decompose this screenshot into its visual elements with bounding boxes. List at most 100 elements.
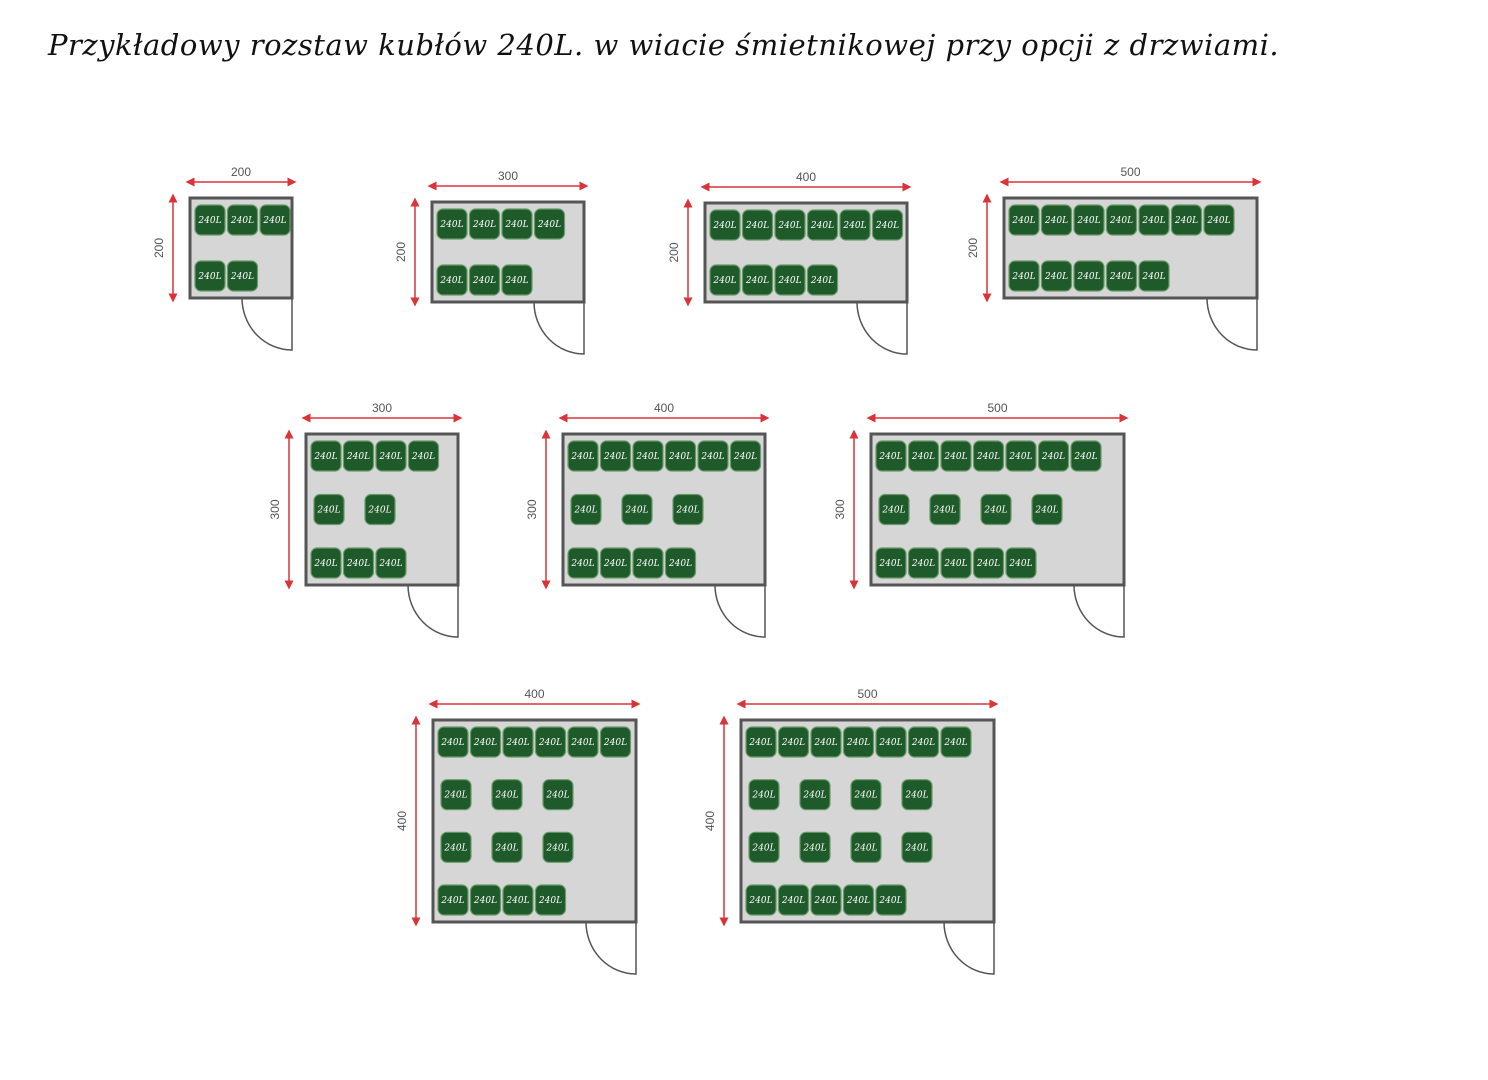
bin-icon bbox=[1105, 260, 1138, 292]
bin-label: 240L bbox=[378, 559, 402, 569]
bin-label: 240L bbox=[473, 738, 497, 748]
bin-240l: 240L bbox=[491, 831, 523, 863]
bin-icon bbox=[440, 831, 472, 863]
bin-label: 240L bbox=[603, 559, 627, 569]
bin-icon bbox=[1037, 440, 1070, 472]
bin-icon bbox=[542, 779, 574, 811]
bin-icon bbox=[806, 264, 839, 296]
bin-label: 240L bbox=[505, 896, 529, 906]
bin-label: 240L bbox=[197, 216, 221, 226]
bin-240l: 240L bbox=[810, 726, 842, 758]
bin-240l: 240L bbox=[774, 264, 806, 296]
bin-240l: 240L bbox=[799, 831, 831, 863]
bin-icon bbox=[259, 204, 291, 236]
bin-icon bbox=[842, 726, 875, 758]
bin-240l: 240L bbox=[741, 264, 774, 296]
bin-240l: 240L bbox=[542, 779, 574, 811]
bin-label: 240L bbox=[1141, 216, 1165, 226]
bin-icon bbox=[375, 440, 407, 472]
bin-icon bbox=[1170, 204, 1203, 236]
bin-icon bbox=[501, 208, 533, 240]
bin-240l: 240L bbox=[533, 208, 566, 240]
depth-label: 400 bbox=[703, 811, 717, 831]
bin-240l: 240L bbox=[570, 493, 602, 526]
door-icon bbox=[585, 921, 637, 975]
bin-label: 240L bbox=[943, 559, 967, 569]
bin-icon bbox=[632, 547, 664, 579]
bin-label: 240L bbox=[573, 506, 597, 516]
bin-icon bbox=[468, 264, 501, 296]
bin-icon bbox=[1073, 204, 1105, 236]
bin-label: 240L bbox=[1044, 272, 1068, 282]
bin-240l: 240L bbox=[621, 493, 653, 526]
bin-label: 240L bbox=[904, 843, 928, 853]
bin-240l: 240L bbox=[875, 726, 907, 758]
bin-240l: 240L bbox=[407, 440, 440, 472]
bin-icon bbox=[491, 779, 523, 811]
bin-240l: 240L bbox=[502, 884, 534, 916]
bin-icon bbox=[850, 779, 882, 811]
depth-label: 200 bbox=[152, 238, 166, 258]
bin-icon bbox=[533, 208, 566, 240]
bin-240l: 240L bbox=[313, 493, 345, 526]
bin-label: 240L bbox=[440, 896, 464, 906]
bin-label: 240L bbox=[538, 896, 562, 906]
bin-240l: 240L bbox=[226, 204, 259, 236]
bin-240l: 240L bbox=[440, 779, 472, 811]
bin-240l: 240L bbox=[972, 440, 1005, 472]
bin-icon bbox=[342, 547, 375, 579]
bin-240l: 240L bbox=[542, 831, 574, 863]
bin-240l: 240L bbox=[777, 884, 810, 916]
bin-240l: 240L bbox=[907, 726, 940, 758]
bin-label: 240L bbox=[504, 276, 528, 286]
bin-label: 240L bbox=[313, 559, 337, 569]
bin-icon bbox=[871, 209, 904, 241]
bin-240l: 240L bbox=[226, 260, 259, 292]
bin-icon bbox=[1031, 493, 1063, 526]
bin-label: 240L bbox=[504, 220, 528, 230]
door-icon bbox=[856, 301, 908, 355]
bin-label: 240L bbox=[943, 738, 967, 748]
bin-icon bbox=[810, 884, 842, 916]
bin-icon bbox=[570, 493, 602, 526]
bin-label: 240L bbox=[346, 452, 370, 462]
page-title: Przykładowy rozstaw kubłów 240L. w wiaci… bbox=[48, 28, 1280, 62]
bin-label: 240L bbox=[443, 791, 467, 801]
bin-icon bbox=[313, 493, 345, 526]
bin-label: 240L bbox=[230, 216, 254, 226]
bin-label: 240L bbox=[1011, 272, 1035, 282]
bin-icon bbox=[980, 493, 1012, 526]
bin-icon bbox=[1005, 440, 1037, 472]
bin-240l: 240L bbox=[1138, 204, 1170, 236]
bin-label: 240L bbox=[976, 452, 1000, 462]
bin-240l: 240L bbox=[310, 547, 342, 579]
bin-icon bbox=[468, 208, 501, 240]
bin-240l: 240L bbox=[1040, 204, 1073, 236]
bin-240l: 240L bbox=[501, 264, 533, 296]
bin-icon bbox=[774, 264, 806, 296]
bin-240l: 240L bbox=[1203, 204, 1235, 236]
bin-label: 240L bbox=[545, 791, 569, 801]
bin-label: 240L bbox=[505, 738, 529, 748]
width-label: 200 bbox=[231, 165, 251, 179]
bin-label: 240L bbox=[1011, 216, 1035, 226]
bin-icon bbox=[1005, 547, 1037, 579]
bin-240l: 240L bbox=[502, 726, 534, 758]
bin-240l: 240L bbox=[1073, 204, 1105, 236]
bin-label: 240L bbox=[878, 559, 902, 569]
bin-label: 240L bbox=[439, 276, 463, 286]
bin-240l: 240L bbox=[1040, 260, 1073, 292]
bin-240l: 240L bbox=[1138, 260, 1170, 292]
bin-label: 240L bbox=[751, 843, 775, 853]
bin-240l: 240L bbox=[1105, 204, 1138, 236]
bin-icon bbox=[621, 493, 653, 526]
bin-240l: 240L bbox=[1008, 260, 1040, 292]
width-label: 500 bbox=[987, 401, 1007, 415]
bin-icon bbox=[542, 831, 574, 863]
bin-label: 240L bbox=[570, 559, 594, 569]
width-label: 500 bbox=[1120, 165, 1140, 179]
